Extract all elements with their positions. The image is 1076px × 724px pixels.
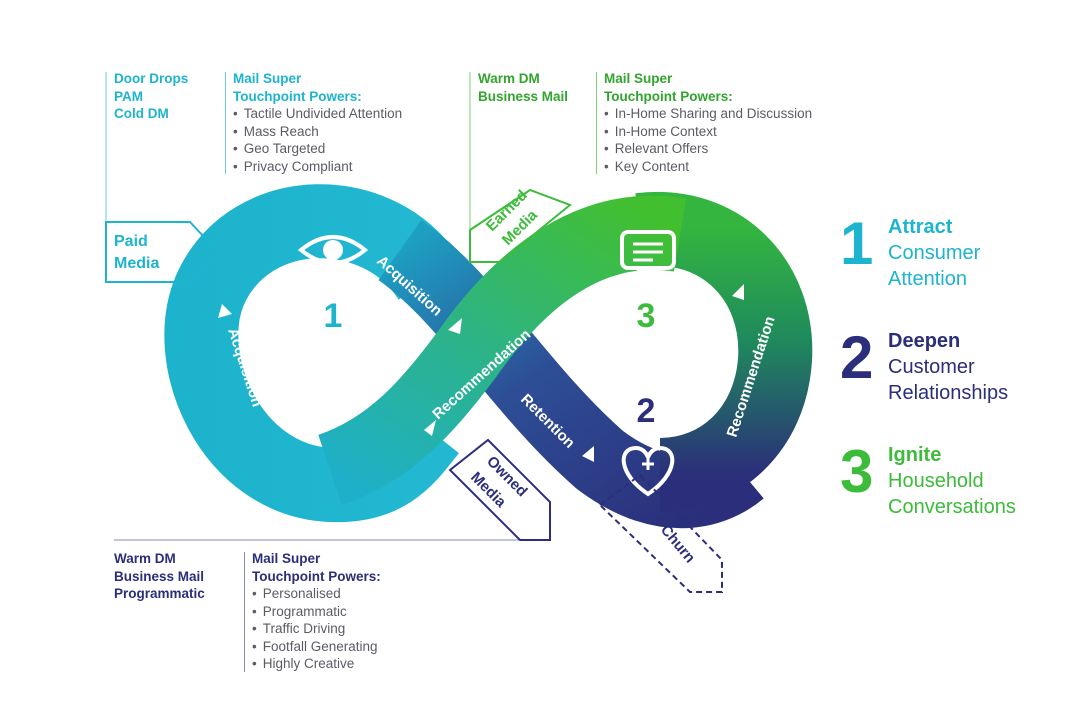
loop-number-2: 2: [637, 392, 656, 430]
list-item: •Traffic Driving: [252, 621, 346, 637]
paid-powers-divider: [225, 72, 226, 174]
legend-line: Conversations: [888, 496, 1016, 518]
legend-number-1: 1: [840, 210, 874, 277]
earned-channel-item: Warm DM: [478, 71, 540, 86]
owned-powers-title: Mail Super Touchpoint Powers:: [252, 551, 381, 584]
owned-powers: Mail Super Touchpoint Powers: •Personali…: [252, 550, 381, 673]
legend-number-2: 2: [840, 324, 874, 391]
list-item: •Programmatic: [252, 603, 347, 619]
legend-line: Relationships: [888, 382, 1009, 404]
legend-title-2: Deepen: [888, 330, 961, 352]
list-item: •Highly Creative: [252, 656, 355, 672]
chat-icon: [620, 230, 676, 278]
earned-channels-list: Warm DM Business Mail: [478, 70, 568, 105]
earned-powers-list: •In-Home Sharing and Discussion •In-Home…: [604, 105, 812, 175]
loop-number-1: 1: [324, 297, 343, 335]
arrow-recommendation-center: [424, 420, 436, 436]
list-item: •Mass Reach: [233, 123, 319, 139]
earned-powers: Mail Super Touchpoint Powers: •In-Home S…: [604, 70, 812, 175]
paid-powers-title: Mail Super Touchpoint Powers:: [233, 71, 362, 104]
owned-channels-list: Warm DM Business Mail Programmatic: [114, 550, 205, 603]
list-item: •Key Content: [604, 158, 690, 174]
list-item: •Privacy Compliant: [233, 158, 353, 174]
arrow-retention: [582, 446, 594, 462]
earned-powers-title: Mail Super Touchpoint Powers:: [604, 71, 733, 104]
legend-title-1: Attract: [888, 216, 953, 238]
earned-powers-divider: [596, 72, 597, 174]
list-item: •In-Home Context: [604, 123, 717, 139]
loop-number-3: 3: [637, 297, 656, 335]
legend-title-3: Ignite: [888, 444, 942, 466]
owned-powers-divider: [244, 552, 245, 672]
paid-channel-item: Cold DM: [114, 106, 169, 121]
list-item: •Geo Targeted: [233, 141, 326, 157]
paid-powers: Mail Super Touchpoint Powers: •Tactile U…: [233, 70, 402, 175]
legend-line: Household: [888, 470, 984, 492]
owned-media-tag: [448, 438, 551, 541]
arrow-recommendation-right: [732, 284, 744, 300]
list-item: •Tactile Undivided Attention: [233, 106, 403, 121]
paid-channel-item: PAM: [114, 88, 143, 104]
list-item: •Relevant Offers: [604, 141, 709, 157]
churn-tag: [598, 473, 723, 593]
paid-powers-list: •Tactile Undivided Attention •Mass Reach…: [233, 105, 402, 175]
owned-channel-item: Programmatic: [114, 586, 205, 601]
earned-channel-item: Business Mail: [478, 88, 569, 104]
list-item: •Footfall Generating: [252, 638, 378, 654]
arrow-acquisition-top: [448, 318, 462, 334]
legend-line: Customer: [888, 356, 975, 378]
paid-channel-item: Door Drops: [114, 71, 189, 86]
right-loop-band: [635, 191, 813, 512]
owned-powers-list: •Personalised •Programmatic •Traffic Dri…: [252, 585, 381, 673]
earned-media-tag: [469, 188, 572, 263]
paid-channels-list: Door Drops PAM Cold DM: [114, 70, 188, 123]
arrow-acquisition-left: [218, 304, 232, 318]
heart-plus-icon: [621, 445, 675, 497]
legend-line: Attention: [888, 268, 967, 290]
recommendation-band: [317, 195, 687, 506]
legend-number-3: 3: [840, 438, 874, 505]
paid-media-line2: Media: [114, 255, 159, 272]
list-item: •In-Home Sharing and Discussion: [604, 106, 813, 121]
owned-channel-item: Warm DM: [114, 551, 176, 566]
owned-channel-item: Business Mail: [114, 568, 205, 584]
eye-icon: [297, 235, 369, 265]
list-item: •Personalised: [252, 586, 341, 601]
paid-media-tag: [105, 221, 220, 283]
legend-line: Consumer: [888, 242, 981, 264]
paid-media-line1: Paid: [114, 233, 148, 250]
